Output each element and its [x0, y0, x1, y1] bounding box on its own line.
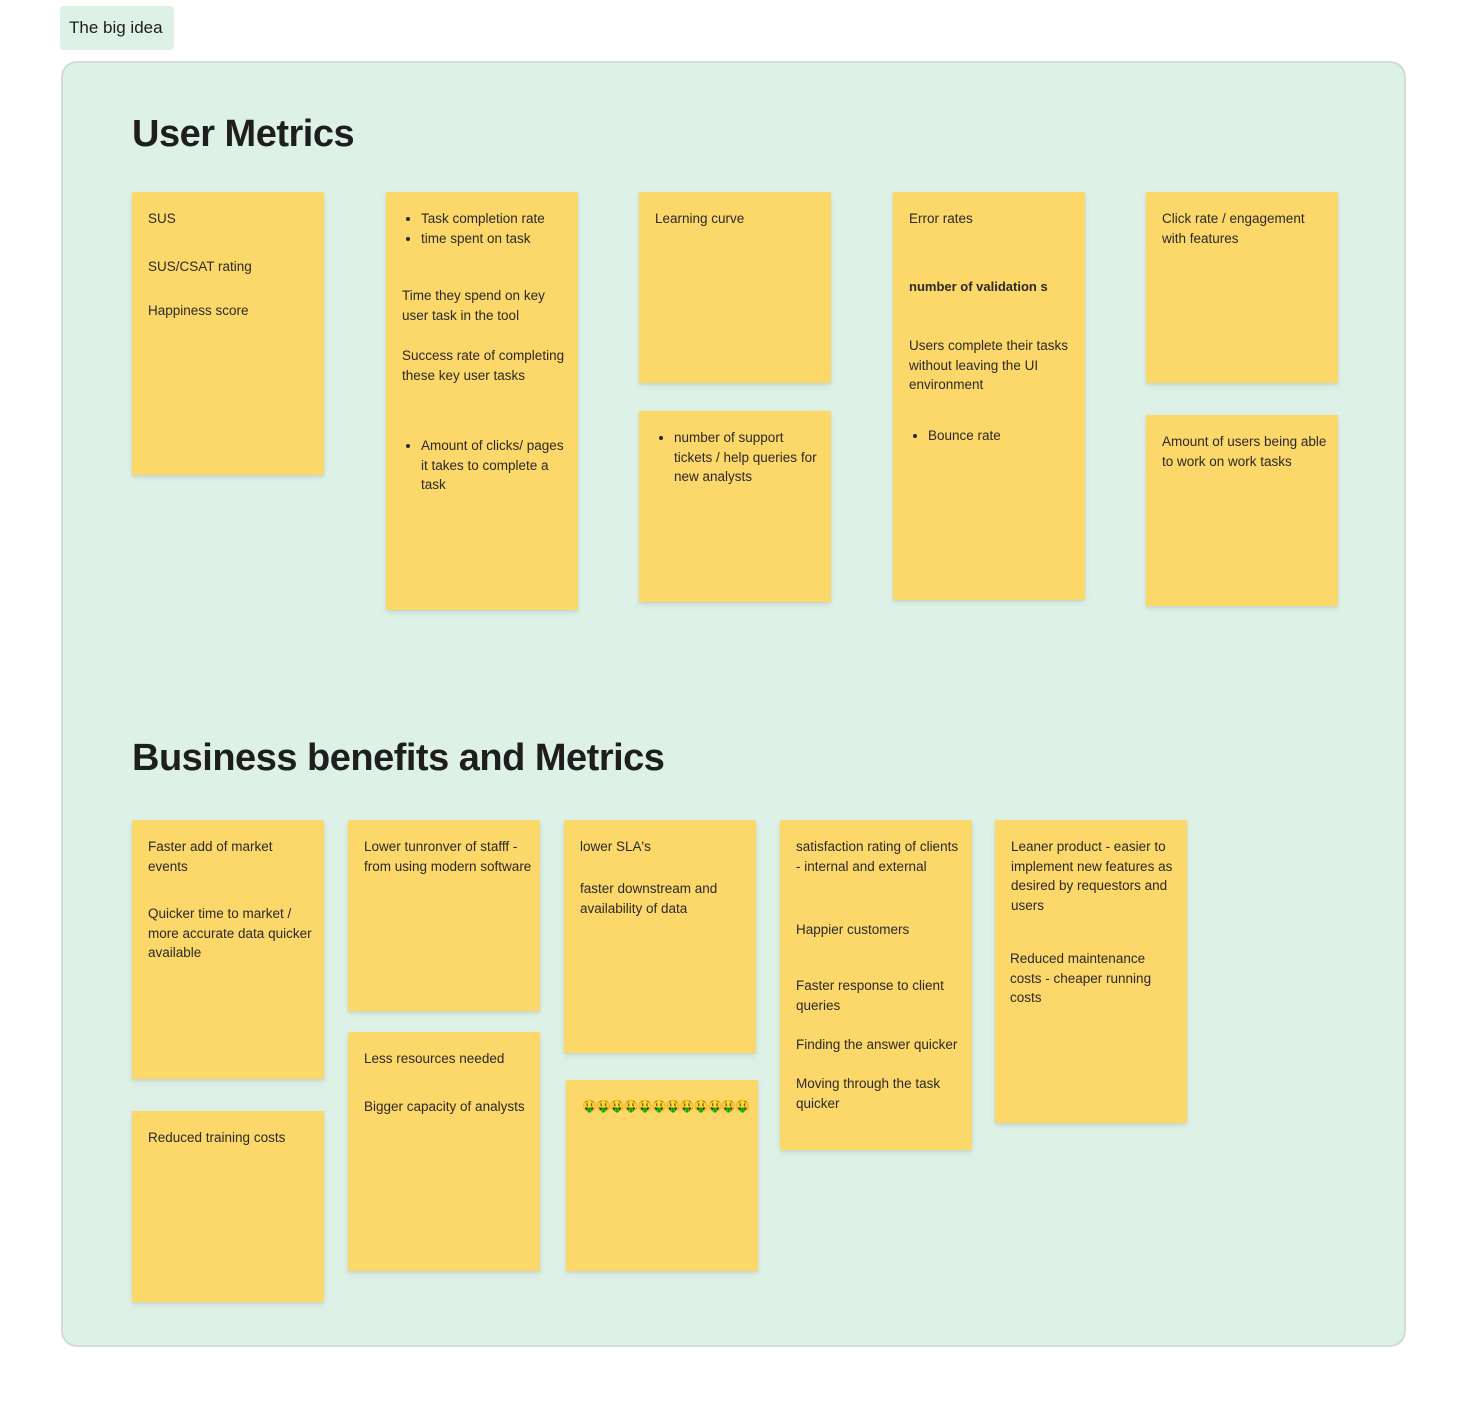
- big-idea-section[interactable]: User Metrics SUS SUS/CSAT rating Happine…: [61, 61, 1406, 1347]
- sticky-text-turnover: Lower tunronver of stafff -from using mo…: [364, 839, 532, 874]
- sticky-text-maintenance: Reduced maintenance costs - cheaper runn…: [1010, 951, 1152, 1005]
- sticky-note-work-tasks[interactable]: Amount of users being able to work on wo…: [1146, 415, 1338, 606]
- sticky-text-click-rate: Click rate / engagement with features: [1162, 211, 1305, 246]
- sticky-text-sla: lower SLA's: [580, 839, 651, 854]
- sticky-text-validations: number of validation s: [909, 279, 1048, 294]
- bullet-task-clicks: Amount of clicks/ pages it takes to comp…: [421, 436, 570, 495]
- bullet-task-completion: Task completion rate: [421, 209, 570, 229]
- sticky-text-complete-in-ui: Users complete their tasks without leavi…: [909, 338, 1069, 392]
- sticky-text-task-success: Success rate of completing these key use…: [402, 348, 565, 383]
- sticky-note-support-tickets[interactable]: number of support tickets / help queries…: [639, 411, 831, 602]
- sticky-text-support-tickets: number of support tickets / help queries…: [655, 428, 823, 487]
- sticky-text-market-events: Faster add of market events: [148, 839, 273, 874]
- sticky-text-task-clicks: Amount of clicks/ pages it takes to comp…: [402, 436, 570, 495]
- user-metrics-heading: User Metrics: [132, 113, 355, 155]
- sticky-text-training-costs: Reduced training costs: [148, 1130, 286, 1145]
- sticky-text-less-resources: Less resources needed: [364, 1051, 505, 1066]
- section-title-tag[interactable]: The big idea: [60, 6, 174, 50]
- sticky-text-task-time: Time they spend on key user task in the …: [402, 288, 545, 323]
- sticky-note-error-rates[interactable]: Error rates number of validation s Users…: [893, 192, 1085, 600]
- bullet-support-tickets: number of support tickets / help queries…: [674, 428, 823, 487]
- sticky-note-money-emojis[interactable]: 🤑🤑🤑🤑🤑🤑🤑🤑🤑🤑🤑🤑: [566, 1080, 758, 1271]
- sticky-text-error-rates: Error rates: [909, 211, 973, 226]
- sticky-note-task-completion[interactable]: Task completion rate time spent on task …: [386, 192, 578, 610]
- bullet-time-on-task: time spent on task: [421, 229, 570, 249]
- sticky-note-market-events[interactable]: Faster add of market events Quicker time…: [132, 820, 324, 1079]
- sticky-note-training-costs[interactable]: Reduced training costs: [132, 1111, 324, 1302]
- sticky-text-moving-through: Moving through the task quicker: [796, 1076, 941, 1111]
- business-benefits-heading: Business benefits and Metrics: [132, 737, 665, 779]
- sticky-text-capacity: Bigger capacity of analysts: [364, 1099, 525, 1114]
- sticky-note-leaner-product[interactable]: Leaner product - easier to implement new…: [995, 820, 1187, 1123]
- sticky-note-turnover[interactable]: Lower tunronver of stafff -from using mo…: [348, 820, 540, 1011]
- sticky-text-time-to-market: Quicker time to market / more accurate d…: [148, 906, 312, 960]
- sticky-text-sus: SUS: [148, 211, 176, 226]
- sticky-note-learning-curve[interactable]: Learning curve: [639, 192, 831, 383]
- sticky-note-sus[interactable]: SUS SUS/CSAT rating Happiness score: [132, 192, 324, 475]
- sticky-note-click-rate[interactable]: Click rate / engagement with features: [1146, 192, 1338, 383]
- sticky-text-bounce-rate: Bounce rate: [909, 426, 1077, 446]
- sticky-note-satisfaction[interactable]: satisfaction rating of clients - interna…: [780, 820, 972, 1150]
- sticky-text-work-tasks: Amount of users being able to work on wo…: [1162, 434, 1327, 469]
- sticky-text-leaner-product: Leaner product - easier to implement new…: [1011, 839, 1173, 913]
- sticky-text-downstream: faster downstream and availability of da…: [580, 881, 718, 916]
- sticky-text-sus-csat: SUS/CSAT rating: [148, 259, 252, 274]
- sticky-text-faster-response: Faster response to client queries: [796, 978, 944, 1013]
- sticky-text-task-bullets: Task completion rate time spent on task: [402, 209, 570, 248]
- sticky-text-satisfaction: satisfaction rating of clients - interna…: [796, 839, 959, 874]
- bullet-bounce-rate: Bounce rate: [928, 426, 1077, 446]
- sticky-note-less-resources[interactable]: Less resources needed Bigger capacity of…: [348, 1032, 540, 1271]
- sticky-text-money-emojis: 🤑🤑🤑🤑🤑🤑🤑🤑🤑🤑🤑🤑: [582, 1099, 750, 1113]
- sticky-text-happiness: Happiness score: [148, 303, 249, 318]
- sticky-text-happier: Happier customers: [796, 922, 910, 937]
- sticky-text-learning-curve: Learning curve: [655, 211, 745, 226]
- sticky-text-finding-answer: Finding the answer quicker: [796, 1037, 958, 1052]
- sticky-note-sla[interactable]: lower SLA's faster downstream and availa…: [564, 820, 756, 1053]
